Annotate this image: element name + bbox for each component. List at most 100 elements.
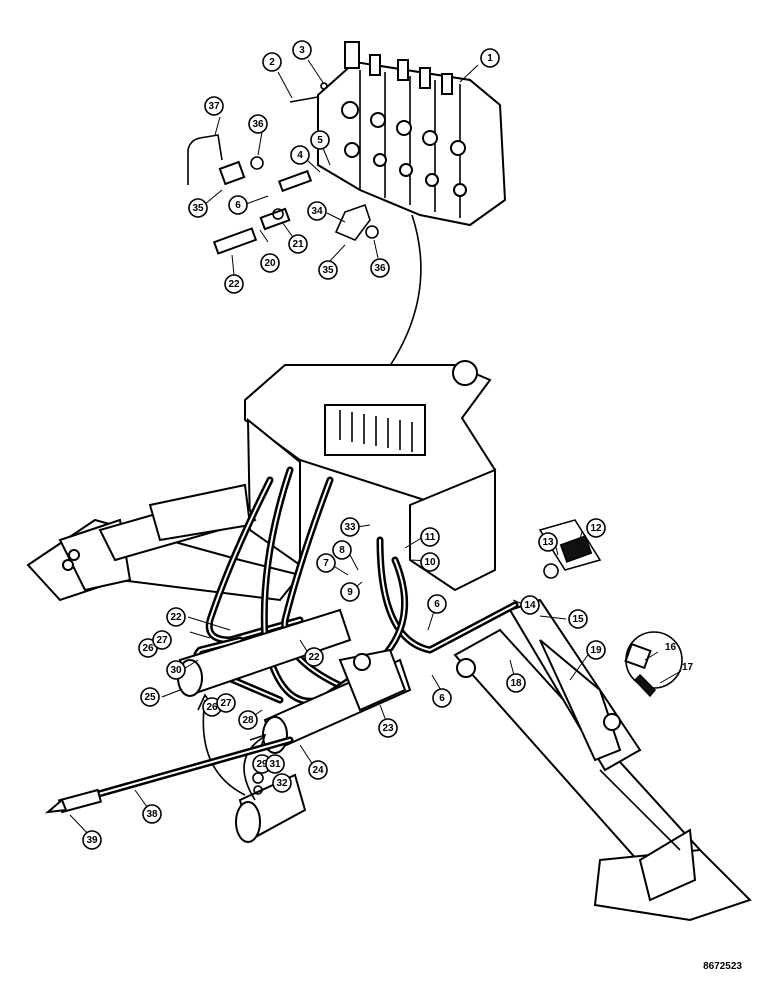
callout-c35a: 35 [188, 198, 208, 218]
callout-label: 26 [142, 643, 154, 654]
callout-c26a: 26 [138, 638, 158, 658]
callout-label: 12 [590, 523, 602, 534]
callout-label: 6 [434, 599, 440, 610]
callout-label: 14 [524, 600, 536, 611]
callout-circle [586, 640, 606, 660]
valve-fittings [187, 82, 379, 255]
callout-c18: 18 [506, 673, 526, 693]
callout-circle [538, 532, 558, 552]
callout-circle [378, 718, 398, 738]
callout-circle [166, 607, 186, 627]
left-stabilizer [26, 483, 302, 602]
callout-label: 2 [269, 57, 275, 68]
callout-c23: 23 [378, 718, 398, 738]
callout-circle [332, 540, 352, 560]
callout-label: 29 [256, 759, 268, 770]
callout-circle [152, 630, 172, 650]
callout-c24: 24 [308, 760, 328, 780]
callout-c35b: 35 [318, 260, 338, 280]
callout-circle [188, 198, 208, 218]
callout-circle [204, 96, 224, 116]
callout-circle [586, 518, 606, 538]
callout-circle [82, 830, 102, 850]
callout-c17: 17 [682, 662, 694, 673]
callout-c31: 31 [265, 754, 285, 774]
callout-circle [224, 274, 244, 294]
callout-c6c: 6 [432, 688, 452, 708]
callout-label: 1 [487, 53, 493, 64]
callout-c38: 38 [142, 804, 162, 824]
callout-c27a: 27 [152, 630, 172, 650]
callout-c13: 13 [538, 532, 558, 552]
callout-circle [272, 773, 292, 793]
callout-label: 21 [292, 239, 304, 250]
callout-label: 9 [347, 587, 353, 598]
callout-c12: 12 [586, 518, 606, 538]
callout-circle [292, 40, 312, 60]
callout-label: 18 [510, 678, 522, 689]
callout-c1: 1 [480, 48, 500, 68]
callout-c32: 32 [272, 773, 292, 793]
callout-label: 17 [682, 662, 694, 673]
callout-c21: 21 [288, 234, 308, 254]
callout-label: 31 [269, 759, 281, 770]
callout-c30: 30 [166, 660, 186, 680]
callout-label: 32 [276, 778, 288, 789]
callout-circle [520, 595, 540, 615]
callout-circle [432, 688, 452, 708]
callout-c2: 2 [262, 52, 282, 72]
callout-c5: 5 [310, 130, 330, 150]
callout-label: 6 [235, 200, 241, 211]
callout-c19: 19 [586, 640, 606, 660]
callout-circle [142, 804, 162, 824]
callout-circle [420, 527, 440, 547]
callout-group: 1234566678910111213141516171819202122222… [82, 40, 694, 850]
callout-circle [506, 673, 526, 693]
callout-circle [307, 201, 327, 221]
callout-circle [228, 195, 248, 215]
callout-c36a: 36 [248, 114, 268, 134]
callout-circle [262, 52, 282, 72]
callout-label: 22 [170, 612, 182, 623]
callout-circle [318, 260, 338, 280]
swing-cylinders [177, 608, 412, 843]
callout-circle [265, 754, 285, 774]
callout-c4: 4 [290, 145, 310, 165]
callout-circle [140, 687, 160, 707]
callout-circle [166, 660, 186, 680]
callout-c9: 9 [340, 582, 360, 602]
callout-c22a: 22 [224, 274, 244, 294]
callout-label: 35 [322, 265, 334, 276]
callout-label: 38 [146, 809, 158, 820]
callout-label: 36 [374, 263, 386, 274]
callout-circle [310, 130, 330, 150]
callout-c8: 8 [332, 540, 352, 560]
callout-label: 24 [312, 765, 324, 776]
mounting-frame [244, 360, 497, 592]
callout-circle [480, 48, 500, 68]
callout-label: 23 [382, 723, 394, 734]
callout-c3: 3 [292, 40, 312, 60]
callout-c15: 15 [568, 609, 588, 629]
callout-circle [308, 760, 328, 780]
callout-label: 4 [297, 150, 303, 161]
callout-label: 13 [542, 537, 554, 548]
callout-c10: 10 [420, 552, 440, 572]
callout-circle [420, 552, 440, 572]
callout-label: 30 [170, 665, 182, 676]
callout-circle [340, 582, 360, 602]
drawing-number: 8672523 [703, 961, 742, 972]
callout-label: 16 [665, 642, 677, 653]
callout-c37: 37 [204, 96, 224, 116]
callout-circle [427, 594, 447, 614]
callout-label: 28 [242, 715, 254, 726]
callout-label: 35 [192, 203, 204, 214]
callout-label: 7 [323, 558, 329, 569]
callout-c27b: 27 [216, 693, 236, 713]
callout-label: 34 [311, 206, 323, 217]
callout-circle [340, 517, 360, 537]
detail-fittings [538, 519, 683, 698]
callout-label: 26 [206, 702, 218, 713]
callout-circle [290, 145, 310, 165]
